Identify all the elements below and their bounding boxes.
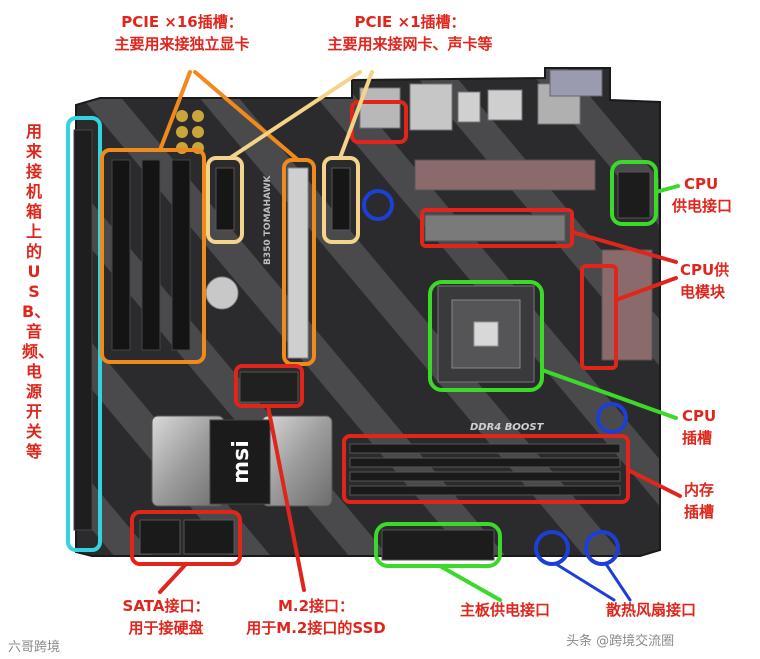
cpu-power-connector bbox=[617, 171, 651, 219]
capacitors bbox=[176, 110, 204, 154]
blue-circle-fan-1 bbox=[534, 530, 570, 566]
m2-slot bbox=[239, 371, 299, 403]
main-power-label: 主板供电接口 bbox=[460, 601, 551, 619]
chipset-heatsinks bbox=[151, 415, 333, 507]
pcie-x16-desc: 主要用来接独立显卡 bbox=[114, 35, 250, 53]
orange-box-pcie-x16 bbox=[100, 148, 206, 364]
blue-circle-cpu-fan bbox=[596, 402, 628, 434]
memory-label-2: 插槽 bbox=[684, 503, 715, 521]
memory-label-1: 内存 bbox=[684, 481, 715, 499]
blue-circle-header-1 bbox=[362, 189, 394, 221]
blue-circle-fan-2 bbox=[584, 530, 620, 566]
leader-lines-red bbox=[158, 230, 682, 594]
front-headers-label: 用来接机箱上的USB、音频、电源开关等 bbox=[22, 122, 55, 461]
pcie-x16-gpu-slot bbox=[287, 167, 309, 359]
cpu-power-label-1: CPU bbox=[684, 175, 719, 193]
green-box-cpu-socket bbox=[428, 280, 544, 392]
pcie-x1-title: PCIE ×1插槽： bbox=[354, 13, 466, 31]
rear-io-ports bbox=[359, 69, 603, 131]
atx-power-connector bbox=[381, 529, 495, 561]
cpu-socket-label-2: 插槽 bbox=[682, 429, 713, 447]
ddr-boost-text: DDR4 BOOST bbox=[470, 422, 545, 433]
leader-lines-green bbox=[438, 184, 680, 602]
vrm-heatsink-right bbox=[601, 249, 653, 361]
cpu-power-label-2: 供电接口 bbox=[672, 197, 733, 215]
cpu-vrm-label-1: CPU供 bbox=[680, 261, 730, 279]
leader-lines-blue bbox=[554, 562, 632, 602]
leader-lines-cream bbox=[228, 70, 374, 160]
msi-logo: msi bbox=[229, 440, 254, 484]
front-panel-headers bbox=[73, 129, 93, 531]
vrm-heatsink-top bbox=[414, 159, 596, 242]
pcie-x1-slots bbox=[215, 167, 351, 231]
memory-slots bbox=[349, 443, 621, 496]
sata-label-2: 用于接硬盘 bbox=[128, 619, 204, 637]
cpu-socket-label-1: CPU bbox=[682, 407, 717, 425]
leader-lines-orange bbox=[158, 70, 300, 162]
cpu-socket bbox=[437, 285, 535, 383]
red-box-vrm-right bbox=[580, 264, 618, 370]
pcie-x1-desc: 主要用来接网卡、声卡等 bbox=[327, 35, 493, 53]
pcie-x16-slots bbox=[111, 159, 191, 351]
sata-label-1: SATA接口： bbox=[122, 597, 210, 615]
cpu-vrm-label-2: 电模块 bbox=[680, 283, 726, 301]
fan-header-label: 散热风扇接口 bbox=[606, 601, 697, 619]
cmos-battery bbox=[205, 276, 239, 310]
cream-box-pcie-x1-left bbox=[206, 156, 244, 244]
m2-label-2: 用于M.2接口的SSD bbox=[246, 619, 386, 637]
sata-ports bbox=[139, 519, 235, 555]
pcie-x16-title: PCIE ×16插槽： bbox=[121, 13, 243, 31]
red-box-vrm-top bbox=[420, 208, 574, 248]
watermark-right: 头条 @跨境交流圈 bbox=[566, 634, 675, 649]
board-model-text: B350 TOMAHAWK bbox=[263, 174, 273, 265]
m2-label-1: M.2接口： bbox=[277, 597, 355, 615]
watermark-left: 六哥跨境 bbox=[8, 640, 61, 655]
